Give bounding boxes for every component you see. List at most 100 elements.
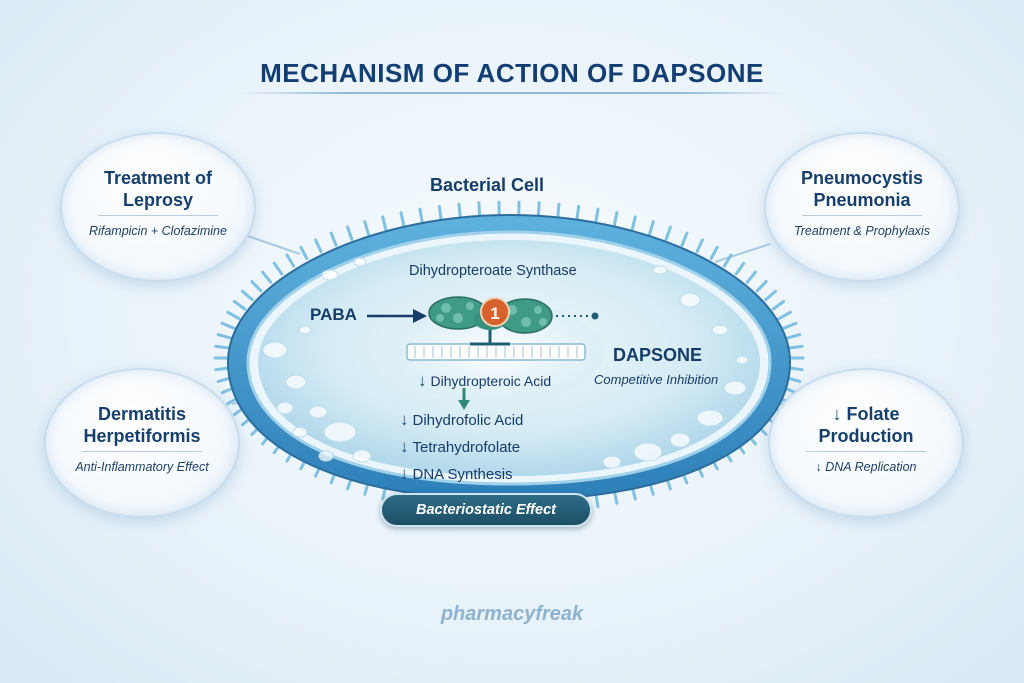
pathway-step-3: ↓Tetrahydrofolate: [400, 437, 520, 457]
bubble-title-line2: Leprosy: [122, 190, 194, 210]
pathway-step-text: Dihydropteroic Acid: [430, 373, 552, 389]
cilium: [272, 261, 284, 276]
pathway-step-4: ↓DNA Synthesis: [400, 464, 513, 484]
cilium: [771, 300, 786, 311]
bubble-subtitle: Anti-Inflammatory Effect: [75, 460, 209, 474]
cilium: [556, 202, 561, 219]
cilium: [722, 253, 733, 268]
bubble-pneumocystis: Pneumocystis Pneumonia Treatment & Proph…: [764, 132, 960, 282]
cilium: [346, 225, 354, 241]
bubble-title-line2: Production: [818, 426, 914, 446]
cilium: [250, 280, 263, 293]
bubble-leprosy: Treatment of Leprosy Rifampicin + Clofaz…: [60, 132, 256, 282]
cilium: [594, 207, 600, 224]
cilium: [220, 321, 236, 330]
cilium: [381, 215, 388, 231]
cilium: [755, 280, 768, 293]
page-title: MECHANISM OF ACTION OF DAPSONE: [260, 58, 764, 88]
cilium: [241, 289, 254, 302]
bubble-folate: ↓ Folate Production ↓ DNA Replication: [768, 368, 964, 518]
bubble-title-text: Folate: [846, 404, 900, 424]
cilium: [630, 215, 637, 231]
bubble-dermatitis: Dermatitis Herpetiformis Anti-Inflammato…: [44, 368, 240, 518]
cilium: [214, 366, 231, 372]
cilium: [329, 231, 338, 247]
cell-title: Bacterial Cell: [430, 175, 545, 195]
inhibition-dot: [591, 312, 599, 320]
down-arrow-icon: ↓: [832, 404, 842, 424]
enzyme-marker-number: 1: [490, 304, 499, 323]
down-arrow-icon: ↓: [815, 460, 822, 474]
pathway-step-text: Tetrahydrofolate: [412, 439, 521, 456]
cilium: [782, 321, 798, 330]
cilium: [536, 201, 541, 218]
cilium: [787, 366, 804, 372]
cilium: [764, 289, 777, 302]
bubble-title: Treatment of Leprosy: [62, 167, 254, 211]
result-badge: Bacteriostatic Effect: [380, 493, 592, 527]
cilium: [785, 333, 802, 340]
enzyme-marker-circle: [480, 297, 510, 327]
cilium: [787, 344, 804, 350]
cilium: [695, 238, 704, 254]
bubble-divider: [802, 215, 922, 216]
substrate-label: PABA: [310, 305, 357, 324]
enzyme-label: Dihydropteroate Synthase: [409, 263, 577, 279]
cilium: [457, 202, 462, 219]
bubble-subtitle: Rifampicin + Clofazimine: [89, 224, 227, 238]
cytoplasm-vesicles: [262, 257, 749, 469]
cilium: [664, 225, 672, 241]
bubble-title-line1: ↓ Folate: [770, 403, 962, 425]
pathway-step-2: ↓Dihydrofolic Acid: [400, 410, 523, 430]
cilium: [612, 211, 619, 227]
cilium: [226, 310, 241, 321]
cilium: [437, 204, 443, 221]
cilium: [477, 201, 482, 218]
bubble-title-line1: Dermatitis: [97, 404, 187, 424]
cilium: [594, 492, 600, 509]
bubble-title: ↓ Folate Production: [770, 403, 962, 447]
cilium: [314, 238, 323, 254]
pathway-step-1: ↓Dihydropteroic Acid: [418, 371, 551, 391]
bubble-title-line1: Treatment of: [103, 168, 213, 188]
cilium: [709, 245, 719, 261]
bubble-divider: [806, 451, 926, 452]
drug-name: DAPSONE: [613, 345, 703, 365]
bubble-title-line2: Pneumonia: [813, 190, 911, 210]
cilium: [418, 207, 424, 224]
cilium: [232, 300, 247, 311]
title-underline: [237, 92, 787, 94]
bubble-subtitle-text: DNA Replication: [825, 460, 917, 474]
down-arrow-icon: ↓: [400, 437, 409, 456]
drug-action: Competitive Inhibition: [594, 372, 719, 387]
paba-arrow: [367, 309, 427, 323]
cilium: [399, 211, 406, 227]
cilium: [648, 220, 655, 236]
cilium: [680, 231, 689, 247]
dna-strip: [406, 343, 586, 361]
watermark-logo: pharmacyfreak: [440, 603, 584, 625]
down-arrow-icon: ↓: [400, 410, 409, 429]
bubble-title: Pneumocystis Pneumonia: [766, 167, 958, 211]
bubble-title-line1: Pneumocystis: [800, 168, 924, 188]
pathway-step-text: DNA Synthesis: [412, 466, 513, 483]
bubble-subtitle: ↓ DNA Replication: [770, 460, 962, 474]
cilium: [575, 204, 581, 221]
bubble-divider: [98, 215, 218, 216]
cilium: [261, 270, 273, 284]
cilium: [745, 270, 757, 284]
bubble-title-line2: Herpetiformis: [83, 426, 201, 446]
cilium: [285, 253, 296, 268]
bubble-title: Dermatitis Herpetiformis: [46, 403, 238, 447]
bubble-divider: [82, 451, 202, 452]
pathway-arrow: [458, 388, 470, 410]
down-arrow-icon: ↓: [400, 464, 409, 483]
cilium: [777, 310, 792, 321]
cilium: [734, 261, 746, 276]
cilium: [363, 220, 370, 236]
cilium: [299, 245, 309, 261]
cilium: [214, 344, 231, 350]
pathway-step-text: Dihydrofolic Acid: [412, 412, 524, 429]
bubble-subtitle: Treatment & Prophylaxis: [794, 224, 930, 238]
